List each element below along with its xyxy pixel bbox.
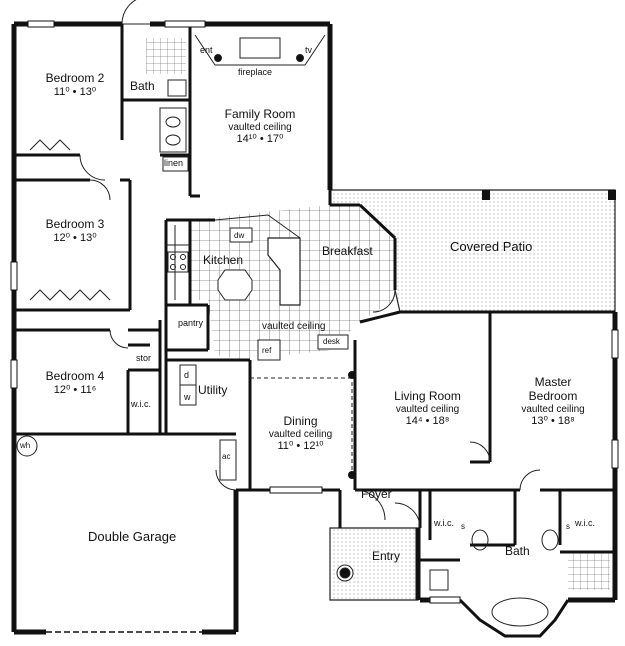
entry-porch-area (329, 527, 419, 601)
washer-label: w (184, 392, 191, 402)
family-room-name: Family Room (224, 107, 296, 121)
living-room-dims: 14⁴ • 18⁸ (405, 415, 450, 428)
master-bedroom-note: vaulted ceiling (521, 403, 585, 415)
bedroom-4-dims: 12⁰ • 11⁶ (53, 383, 97, 396)
master-wic-right-label: w.i.c. (575, 518, 596, 528)
ref-label: ref (262, 346, 272, 355)
entry-label: Entry (372, 549, 401, 563)
dining-room-dims: 11⁰ • 12¹⁰ (277, 440, 324, 453)
master-bedroom: Master Bedroom vaulted ceiling 13⁰ • 18⁸ (508, 375, 598, 428)
pantry-label: pantry (178, 318, 204, 328)
living-room-note: vaulted ceiling (395, 403, 460, 415)
family-room-dims: 14¹⁰ • 17⁰ (236, 133, 284, 146)
tv-label: tv (305, 45, 313, 55)
living-room-name: Living Room (394, 389, 461, 403)
master-shelf-right-label: s (566, 522, 570, 531)
dining-room-name: Dining (283, 414, 318, 428)
hall-bath-shower-tile (146, 38, 186, 74)
double-garage-label: Double Garage (88, 529, 177, 544)
bedroom-2-dims: 11⁰ • 13⁰ (53, 85, 97, 98)
master-bath-label: Bath (505, 544, 530, 558)
master-bedroom-dims: 13⁰ • 18⁸ (531, 415, 575, 428)
fireplace-label: fireplace (238, 67, 273, 77)
dining-room-note: vaulted ceiling (268, 428, 333, 440)
kitchen-note: vaulted ceiling (262, 321, 326, 332)
bedroom-4-name: Bedroom 4 (45, 369, 105, 383)
water-heater-label: wh (20, 441, 31, 450)
covered-patio-label: Covered Patio (450, 239, 533, 254)
linen-label: linen (164, 158, 184, 168)
bedroom-3-dims: 12⁰ • 13⁰ (53, 231, 97, 244)
kitchen-label: Kitchen (203, 253, 244, 267)
stor-label: stor (136, 353, 152, 363)
dryer-label: d (184, 370, 190, 380)
dw-label: dw (234, 231, 245, 240)
bedroom-3-name: Bedroom 3 (45, 217, 105, 231)
master-wic-left-label: w.i.c. (434, 518, 455, 528)
ent-label: ent (200, 45, 213, 55)
ac-label: ac (222, 452, 231, 461)
bedroom-2-name: Bedroom 2 (45, 71, 105, 85)
bedroom-4-wic-label: w.i.c. (131, 399, 152, 409)
master-bedroom-name: Master Bedroom (528, 375, 578, 403)
bath-1-label: Bath (130, 79, 155, 93)
family-room-note: vaulted ceiling (228, 121, 292, 133)
utility-label: Utility (198, 383, 228, 397)
desk-label: desk (323, 337, 340, 346)
bedroom-4: Bedroom 4 12⁰ • 11⁶ (30, 369, 120, 396)
living-room: Living Room vaulted ceiling 14⁴ • 18⁸ (385, 389, 470, 428)
bedroom-2: Bedroom 2 11⁰ • 13⁰ (30, 71, 120, 98)
bedroom-3: Bedroom 3 12⁰ • 13⁰ (30, 217, 120, 244)
dining-room: Dining vaulted ceiling 11⁰ • 12¹⁰ (258, 414, 343, 453)
breakfast-label: Breakfast (322, 244, 373, 258)
master-shower-tile (568, 552, 610, 590)
family-room: Family Room vaulted ceiling 14¹⁰ • 17⁰ (205, 107, 315, 146)
foyer-label: Foyer (361, 487, 392, 501)
master-shelf-left-label: s (461, 522, 465, 531)
